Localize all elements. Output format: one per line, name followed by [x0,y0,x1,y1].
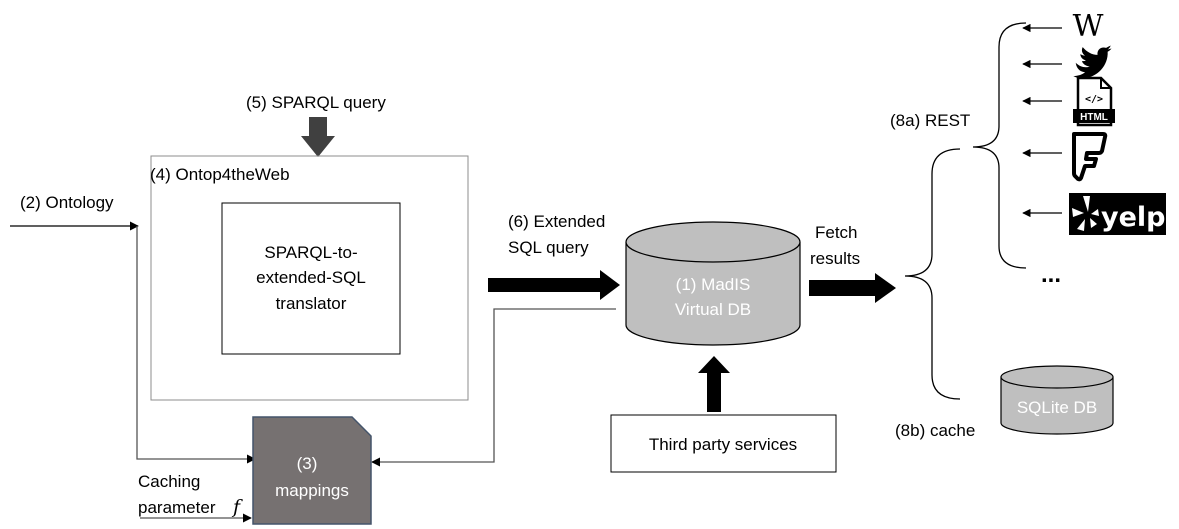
caching-label-line2: parameter [138,498,216,517]
html-file-tag: </> [1085,94,1103,105]
translator-label-line3: translator [276,294,347,313]
yelp-burst-icon [1072,196,1099,231]
mappings-label-line2: mappings [275,481,349,500]
ontop4theweb-box [150,155,469,401]
sqlite-db-cylinder [1000,365,1114,435]
sqlite-db-label: SQLite DB [1017,398,1097,417]
extended-sql-label-line1: (6) Extended [508,212,605,231]
sparql-query-label: (5) SPARQL query [246,93,386,112]
translator-label-line1: SPARQL-to- [264,243,357,262]
ontology-to-mappings-connector [136,226,256,464]
fetch-results-label-line1: Fetch [815,223,858,242]
madis-label-line1: (1) MadIS [676,275,751,294]
more-sources-ellipsis: ... [1041,261,1061,288]
extended-sql-label-line2: SQL query [508,238,589,257]
web-sources-brace [972,22,1027,269]
extended-sql-arrow [488,270,620,300]
html-file-icon [1073,76,1115,127]
fetch-results-label-line2: results [810,249,860,268]
madis-label-line2: Virtual DB [675,300,751,319]
wikipedia-icon: W [1073,9,1104,44]
ontology-label: (2) Ontology [20,193,114,212]
sparql-query-arrow [301,117,335,157]
caching-label-line1: Caching [138,472,200,491]
ontop4theweb-label: (4) Ontop4theWeb [150,165,290,184]
third-party-services-label: Third party services [649,435,797,454]
third-party-arrow [698,356,730,412]
mappings-label-line1: (3) [297,454,318,473]
cache-label: (8b) cache [895,421,975,440]
third-party-services-box [610,414,837,473]
db-to-mappings-connector [371,308,616,467]
yelp-text: yelp [1101,202,1166,233]
rest-cache-brace [904,148,961,400]
mappings-box [252,416,372,525]
caching-parameter-f: f [231,496,243,518]
foursquare-icon [1072,132,1108,182]
html-file-text: HTML [1080,112,1108,123]
translator-label-line2: extended-SQL [256,268,366,287]
madis-virtual-db-cylinder [625,221,801,346]
rest-label: (8a) REST [890,111,970,130]
twitter-icon [1073,45,1112,79]
fetch-results-arrow [809,273,896,303]
translator-box [221,202,401,355]
